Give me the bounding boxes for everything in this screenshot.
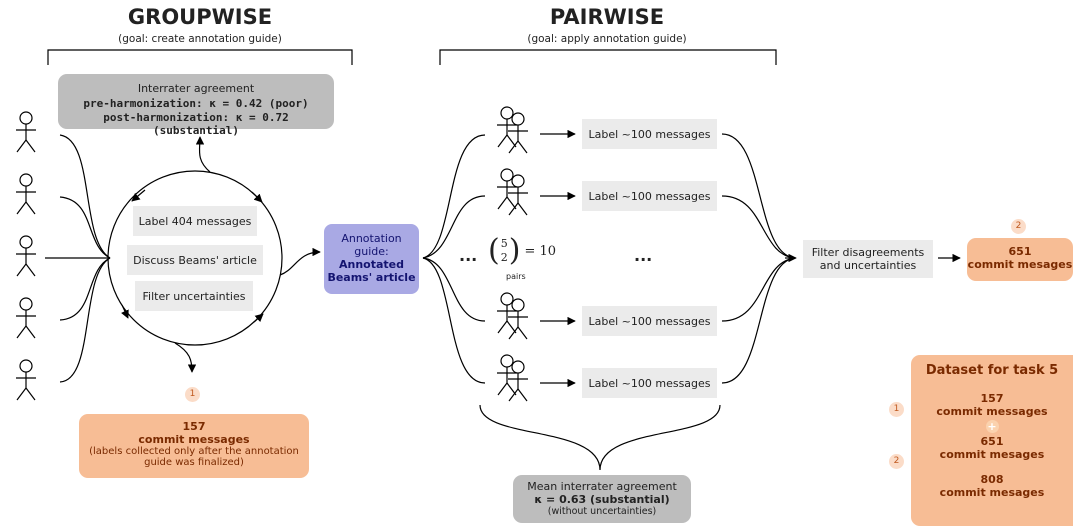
guide-line4: Beams' article [327, 271, 416, 284]
pairs-caption: pairs [506, 272, 526, 281]
badge-1: 1 [185, 387, 200, 402]
pairwise-bracket [439, 49, 777, 65]
agreement-heading: Interrater agreement [137, 82, 255, 95]
step-filter-uncertainties: Filter uncertainties [135, 281, 253, 311]
filter-line2: and uncertainties [819, 259, 917, 272]
pairs-ellipsis: ... [459, 246, 478, 265]
groupwise-title: GROUPWISE [127, 5, 273, 29]
pair-label-box: Label ~100 messages [582, 119, 717, 149]
binomial-bottom: 2 [500, 251, 508, 264]
cycle-circle [107, 170, 283, 346]
groupwise-subtitle: (goal: create annotation guide) [118, 33, 282, 45]
dataset-label2: commit mesages [939, 448, 1045, 461]
groupwise-result-box: 157 commit messages (labels collected on… [79, 414, 309, 478]
binomial-formula: ( 5 2 ) = 10 [488, 233, 557, 268]
pair-label-box: Label ~100 messages [582, 368, 717, 398]
pair-result-count: 651 [1008, 245, 1032, 258]
dataset-label1: commit messages [936, 405, 1048, 418]
result-label: commit messages [138, 433, 250, 446]
dataset-badge-2: 2 [889, 454, 904, 469]
step-discuss-article: Discuss Beams' article [127, 245, 263, 275]
groupwise-bracket [47, 49, 353, 65]
dataset-total-label: commit mesages [939, 486, 1045, 499]
result-count: 157 [182, 420, 206, 433]
pairwise-agreement-box: Mean interrater agreement κ = 0.63 (subs… [513, 475, 691, 523]
badge-2: 2 [1011, 219, 1026, 234]
result-note-1: (labels collected only after the annotat… [89, 446, 299, 457]
step-label-messages: Label 404 messages [133, 206, 257, 236]
pairwise-result-box: 651 commit mesages [967, 238, 1073, 281]
filter-box: Filter disagreements and uncertainties [803, 240, 933, 278]
merge-lines [721, 133, 796, 384]
pairwise-subtitle: (goal: apply annotation guide) [527, 33, 687, 45]
filter-line1: Filter disagreements [811, 246, 925, 259]
pair-result-label: commit mesages [967, 258, 1073, 271]
mean-agreement-heading: Mean interrater agreement [527, 480, 677, 493]
pairwise-title: PAIRWISE [549, 5, 665, 29]
binomial-result: = 10 [524, 243, 557, 259]
agreement-post: post-harmonization: κ = 0.72 (substantia… [103, 111, 289, 137]
dataset-count2: 651 [980, 435, 1004, 448]
dataset-total: 808 [980, 473, 1004, 486]
plus-icon: + [985, 420, 999, 433]
dataset-title: Dataset for task 5 [925, 363, 1059, 378]
dataset-count1: 157 [980, 392, 1004, 405]
annotator-figures [15, 111, 37, 401]
guide-line2: guide: [354, 245, 389, 258]
mean-agreement-note: (without uncertainties) [547, 506, 657, 517]
pair-label-box: Label ~100 messages [582, 181, 717, 211]
converging-lines [45, 134, 111, 383]
pairwise-brace [479, 404, 721, 471]
mean-agreement-value: κ = 0.63 (substantial) [534, 493, 670, 506]
result-note-2: guide was finalized) [144, 457, 244, 468]
pair-label-box: Label ~100 messages [582, 306, 717, 336]
binomial-top: 5 [500, 237, 508, 250]
dataset-panel: Dataset for task 5 157 commit messages +… [911, 355, 1073, 526]
guide-line1: Annotation [341, 232, 402, 245]
groupwise-agreement-box: Interrater agreement pre-harmonization: … [58, 74, 334, 137]
guide-line3: Annotated [338, 258, 404, 271]
diverging-lines [422, 134, 486, 384]
annotation-guide-box: Annotation guide: Annotated Beams' artic… [324, 224, 419, 294]
dataset-badge-1: 1 [889, 402, 904, 417]
agreement-pre: pre-harmonization: κ = 0.42 (poor) [83, 97, 309, 110]
labels-ellipsis: ... [634, 246, 653, 265]
